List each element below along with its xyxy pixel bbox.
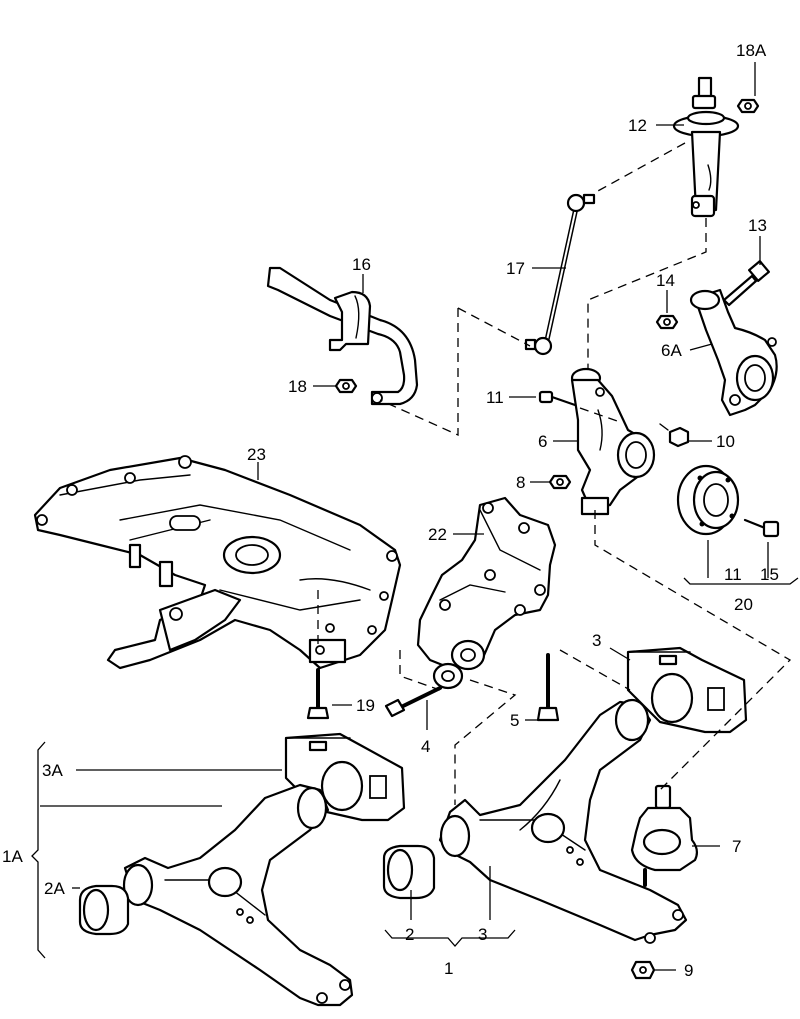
control-arm-left: [78, 783, 354, 1007]
callout-11-b: 11: [724, 565, 742, 584]
steering-knuckle-6: [538, 367, 690, 516]
callout-10: 10: [716, 432, 735, 451]
ball-joint: [630, 784, 699, 887]
steering-knuckle-6A: [655, 260, 778, 417]
callout-4: 4: [421, 737, 430, 756]
stabilizer-link: [524, 193, 596, 356]
callout-13: 13: [748, 216, 767, 235]
callout-1A: 1A: [2, 847, 23, 866]
bracket: [384, 496, 560, 722]
callout-1: 1: [444, 959, 453, 978]
callout-6: 6: [538, 432, 547, 451]
connection-lines: [317, 142, 792, 805]
callout-22: 22: [428, 525, 447, 544]
callout-9: 9: [684, 961, 693, 980]
callout-19: 19: [356, 696, 375, 715]
callout-20: 20: [734, 595, 753, 614]
callout-labels: 18A 12 13 16 17 14 6A 18 11 6 10 8 23 22…: [2, 41, 779, 980]
callout-2: 2: [405, 925, 414, 944]
callout-23: 23: [247, 445, 266, 464]
callout-3-bottom: 3: [478, 925, 487, 944]
callout-14: 14: [656, 271, 675, 290]
callout-5: 5: [510, 711, 519, 730]
leader-lines: [31, 62, 799, 971]
callout-15: 15: [760, 565, 779, 584]
subframe: [33, 455, 402, 720]
control-arm-right: [382, 698, 688, 980]
callout-2A: 2A: [44, 879, 65, 898]
callout-18: 18: [288, 377, 307, 396]
callout-6A: 6A: [661, 341, 682, 360]
callout-17: 17: [506, 259, 525, 278]
callout-11-a: 11: [486, 388, 504, 407]
callout-3A: 3A: [42, 761, 63, 780]
callout-8: 8: [516, 473, 525, 492]
callout-16: 16: [352, 255, 371, 274]
callout-18A-top: 18A: [736, 41, 767, 60]
callout-7: 7: [732, 837, 741, 856]
wheel-hub: [676, 464, 780, 538]
strut-assembly: [672, 76, 760, 218]
callout-12: 12: [628, 116, 647, 135]
callout-3-top: 3: [592, 631, 601, 650]
